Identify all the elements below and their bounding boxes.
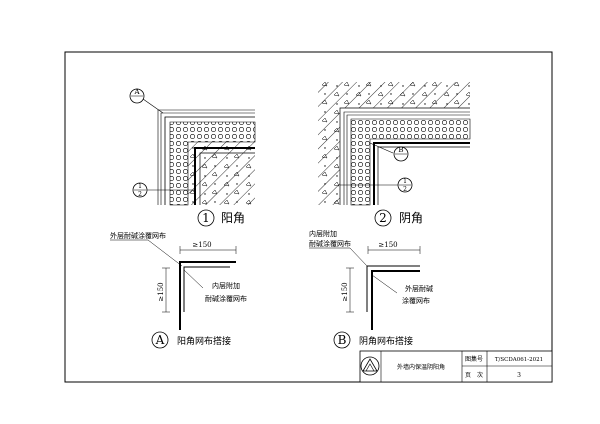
outer-insulation — [169, 121, 256, 206]
ref-b-letter: B — [398, 146, 403, 154]
detail-a-overlap-h: ≥150 — [192, 241, 211, 249]
detail-a-inner-mesh — [183, 266, 230, 312]
detail-a-bubble — [151, 331, 169, 349]
detail-b-inner-mesh — [366, 265, 420, 312]
detail-a-overlap-v: ≥150 — [157, 282, 165, 301]
detail-b-bubble — [333, 331, 351, 349]
detail-b: 内层附加 耐碱涂覆网布 ≥150 ≥150 外层耐碱 涂覆网布 B 阴角网布搭接 — [309, 229, 433, 349]
view-number-bubble-2 — [374, 209, 392, 227]
detail-b-title: 阴角网布搭接 — [359, 335, 413, 347]
view-number-2: 2 — [379, 211, 387, 225]
outer-corner-edge — [194, 147, 255, 205]
atlas-value: T/SCDA061-2021 — [495, 357, 543, 363]
ref-outer-top: 1 — [138, 183, 142, 190]
detail-a: 外层耐碱涂覆网布 ≥150 ≥150 内层附加 耐碱涂覆网布 A 阳角网布搭接 — [110, 231, 247, 349]
detail-b-letter: B — [338, 333, 347, 347]
detail-a-outer-mesh-label: 外层耐碱涂覆网布 — [110, 231, 166, 240]
view-number-bubble-1 — [197, 209, 215, 227]
inner-insulation — [350, 118, 471, 206]
detail-b-overlap-h: ≥150 — [378, 241, 397, 249]
drawing-title: 外墙内保温阴阳角 — [397, 363, 445, 371]
view-number-1: 1 — [202, 211, 210, 225]
ref-outer-bottom: 2 — [138, 191, 142, 198]
detail-a-title: 阳角网布搭接 — [177, 335, 231, 347]
ref-a-letter: A — [133, 88, 140, 96]
detail-b-inner-mesh-label-1: 内层附加 — [309, 229, 337, 238]
view-title-outer: 阳角 — [221, 211, 245, 225]
atlas-label: 图集号 — [465, 355, 483, 363]
detail-b-outer-mesh — [371, 270, 420, 330]
detail-b-overlap-v: ≥150 — [341, 282, 349, 301]
inner-corner-edge — [373, 142, 470, 205]
atlas-logo-icon — [360, 356, 380, 376]
view-inner-corner: B 1 2 2 阴角 — [318, 82, 471, 227]
page-value: 3 — [517, 372, 521, 379]
detail-b-outer-mesh-label-1: 外层耐碱 — [405, 284, 433, 293]
detail-a-inner-mesh-label-1: 内层附加 — [212, 281, 240, 290]
detail-a-inner-mesh-label-2: 耐碱涂覆网布 — [205, 294, 247, 303]
sheet-border — [64, 51, 553, 383]
ref-inner-bottom: 2 — [403, 186, 407, 193]
detail-a-outer-mesh — [179, 261, 236, 330]
page-label: 页 次 — [465, 371, 483, 379]
ref-inner-top: 1 — [403, 178, 407, 185]
view-title-inner: 阴角 — [399, 211, 423, 225]
detail-a-letter: A — [155, 333, 165, 347]
title-block: 外墙内保温阴阳角 图集号 T/SCDA061-2021 页 次 3 — [359, 350, 553, 383]
detail-b-inner-mesh-label-2: 耐碱涂覆网布 — [309, 239, 351, 248]
detail-b-outer-mesh-label-2: 涂覆网布 — [402, 296, 430, 305]
view-outer-corner: A 1 2 1 阳角 — [129, 88, 256, 227]
